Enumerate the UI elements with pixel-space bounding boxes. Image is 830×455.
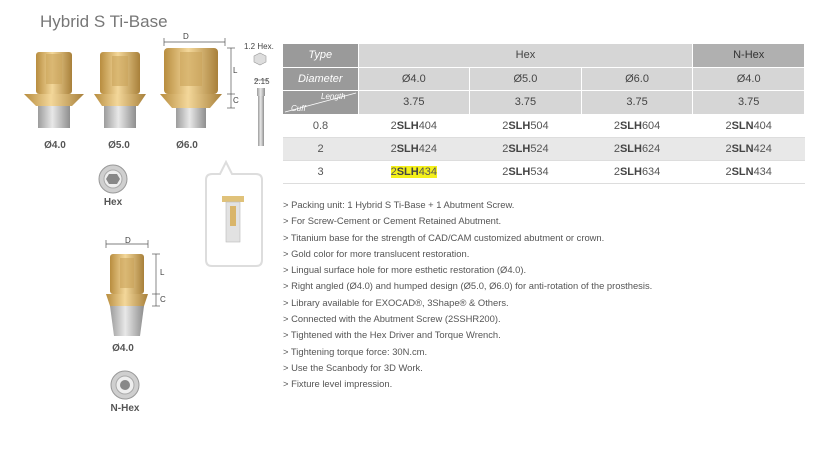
product-code: 2SLN424 [692, 137, 805, 161]
diameter-header: Diameter [283, 67, 359, 91]
product-code: 2SLH604 [581, 114, 693, 138]
list-item: Packing unit: 1 Hybrid S Ti-Base + 1 Abu… [283, 197, 652, 213]
table-row: 3 2SLH434 2SLH534 2SLH634 2SLN434 [283, 160, 805, 184]
length-cuff-header: Length Cuff [283, 90, 359, 115]
length-cell: 3.75 [469, 90, 582, 115]
length-label: Length [321, 91, 346, 101]
table-row: 2 2SLH424 2SLH524 2SLH624 2SLN424 [283, 137, 805, 161]
diameter-cell: Ø4.0 [358, 67, 471, 91]
dimension-d-label: D [183, 32, 189, 41]
abutment-5-0-image [94, 52, 146, 128]
abutment-6-0-image [160, 48, 222, 128]
n-hex-dimension-c-label: C [160, 295, 166, 304]
list-item: Right angled (Ø4.0) and humped design (Ø… [283, 278, 652, 294]
n-hex-top-view-image [110, 370, 140, 400]
n-hex-label: N-Hex [110, 403, 140, 414]
diameter-cell: Ø5.0 [469, 67, 582, 91]
list-item: Tightening torque force: 30N.cm. [283, 344, 652, 360]
list-item: Library available for EXOCAD®, 3Shape® &… [283, 295, 652, 311]
feature-notes-list: Packing unit: 1 Hybrid S Ti-Base + 1 Abu… [283, 197, 652, 393]
list-item: Use the Scanbody for 3D Work. [283, 360, 652, 376]
abutment-4-0-image [24, 52, 84, 128]
table-type-row: Type Hex N-Hex [283, 44, 805, 68]
cuff-value: 3 [283, 160, 358, 184]
length-cell: 3.75 [358, 90, 471, 115]
hex-label: Hex [103, 197, 123, 208]
table-row: 0.8 2SLH404 2SLH504 2SLH604 2SLN404 [283, 114, 805, 138]
cuff-value: 0.8 [283, 114, 358, 138]
abutment-illustrations [24, 38, 268, 146]
hex-header: Hex [358, 44, 694, 68]
product-label-4-0: Ø4.0 [44, 140, 66, 151]
product-code: 2SLH404 [358, 114, 470, 138]
abutment-screw-image [253, 52, 268, 146]
screw-callout-image [205, 160, 263, 267]
type-header: Type [283, 44, 359, 68]
product-code: 2SLH504 [469, 114, 582, 138]
product-code: 2SLN404 [692, 114, 805, 138]
n-hex-abutment-image [105, 240, 160, 336]
diameter-cell: Ø4.0 [692, 67, 805, 91]
spec-table: Type Hex N-Hex Diameter Ø4.0 Ø5.0 Ø6.0 Ø… [283, 44, 805, 184]
diameter-cell: Ø6.0 [581, 67, 694, 91]
table-diameter-row: Diameter Ø4.0 Ø5.0 Ø6.0 Ø4.0 [283, 67, 805, 91]
cuff-label: Cuff [291, 103, 306, 113]
n-hex-header: N-Hex [692, 44, 805, 68]
product-label-6-0: Ø6.0 [176, 140, 198, 151]
page-title: Hybrid S Ti-Base [40, 12, 168, 31]
dimension-c-label: C [233, 96, 239, 105]
n-hex-product-label: Ø4.0 [112, 343, 134, 354]
list-item: Titanium base for the strength of CAD/CA… [283, 230, 652, 246]
list-item: For Screw-Cement or Cement Retained Abut… [283, 213, 652, 229]
list-item: Tightened with the Hex Driver and Torque… [283, 327, 652, 343]
product-label-5-0: Ø5.0 [108, 140, 130, 151]
n-hex-dimension-l-label: L [160, 268, 165, 277]
product-code: 2SLH634 [581, 160, 693, 184]
product-code: 2SLH424 [358, 137, 470, 161]
list-item: Fixture level impression. [283, 376, 652, 392]
screw-hex-size-label: 1.2 Hex. [244, 42, 274, 51]
list-item: Lingual surface hole for more esthetic r… [283, 262, 652, 278]
screw-length-label: 2.15 [254, 77, 270, 86]
product-code: 2SLH524 [469, 137, 582, 161]
list-item: Gold color for more translucent restorat… [283, 246, 652, 262]
product-code-highlighted: 2SLH434 [358, 160, 470, 184]
length-cell: 3.75 [692, 90, 805, 115]
length-cell: 3.75 [581, 90, 694, 115]
product-code: 2SLH624 [581, 137, 693, 161]
table-length-row: Length Cuff 3.75 3.75 3.75 3.75 [283, 90, 805, 115]
dimension-l-label: L [233, 66, 238, 75]
product-code: 2SLN434 [692, 160, 805, 184]
cuff-value: 2 [283, 137, 358, 161]
hex-top-view-image [98, 164, 128, 194]
n-hex-dimension-d-label: D [125, 236, 131, 245]
product-code: 2SLH534 [469, 160, 582, 184]
list-item: Connected with the Abutment Screw (2SSHR… [283, 311, 652, 327]
